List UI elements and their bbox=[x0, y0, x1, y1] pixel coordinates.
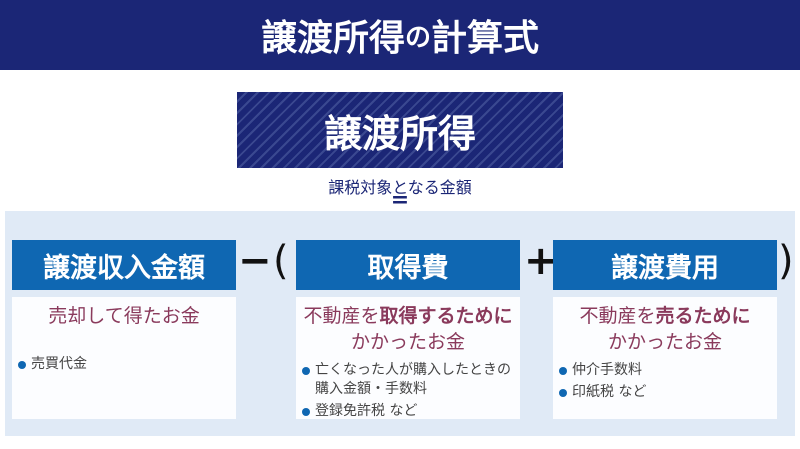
lead-part: ために bbox=[455, 305, 513, 327]
plus-operator: + bbox=[524, 238, 558, 284]
list-item: 登録免許税 など bbox=[302, 402, 520, 421]
header-acquisition-cost: 取得費 bbox=[296, 240, 520, 290]
title-rest: 計算式 bbox=[431, 17, 540, 59]
result-box: 譲渡所得 bbox=[237, 92, 563, 168]
title-main: 譲渡所得 bbox=[260, 17, 405, 59]
title-bar: 譲渡所得の計算式 bbox=[0, 0, 800, 70]
close-paren: ) bbox=[778, 238, 794, 284]
lead-emphasis: 売る bbox=[655, 305, 694, 327]
list-item: 亡くなった人が購入したときの購入金額・手数料 bbox=[302, 361, 520, 399]
lead-line2: かかったお金 bbox=[607, 331, 722, 353]
card-acquisition-cost: 不動産を取得するためにかかったお金 亡くなった人が購入したときの購入金額・手数料… bbox=[296, 297, 520, 419]
title-particle: の bbox=[404, 22, 431, 53]
card-lead: 不動産を売るためにかかったお金 bbox=[553, 303, 777, 355]
minus-operator: − bbox=[238, 238, 272, 284]
lead-emphasis: 取得する bbox=[379, 305, 456, 327]
equals-sign: = bbox=[390, 187, 410, 213]
lead-part: 不動産を bbox=[579, 305, 656, 327]
list-item: 印紙税 など bbox=[559, 383, 777, 402]
header-transfer-cost: 譲渡費用 bbox=[553, 240, 777, 290]
result-subtitle: 課税対象となる金額 bbox=[328, 178, 472, 197]
card-lead: 売却して得たお金 bbox=[48, 305, 200, 327]
header-sale-proceeds: 譲渡収入金額 bbox=[12, 240, 236, 290]
result-label: 譲渡所得 bbox=[323, 110, 476, 156]
card-transfer-cost: 不動産を売るためにかかったお金 仲介手数料印紙税 など bbox=[553, 297, 777, 419]
lead-part: ために bbox=[693, 305, 751, 327]
card-sale-proceeds: 売却して得たお金 売買代金 bbox=[12, 297, 236, 419]
list-item: 売買代金 bbox=[18, 355, 236, 374]
list-item: 仲介手数料 bbox=[559, 361, 777, 380]
open-paren: ( bbox=[273, 238, 289, 284]
card-lead: 不動産を取得するためにかかったお金 bbox=[296, 303, 520, 355]
lead-line2: かかったお金 bbox=[350, 331, 465, 353]
lead-part: 不動産を bbox=[303, 305, 380, 327]
